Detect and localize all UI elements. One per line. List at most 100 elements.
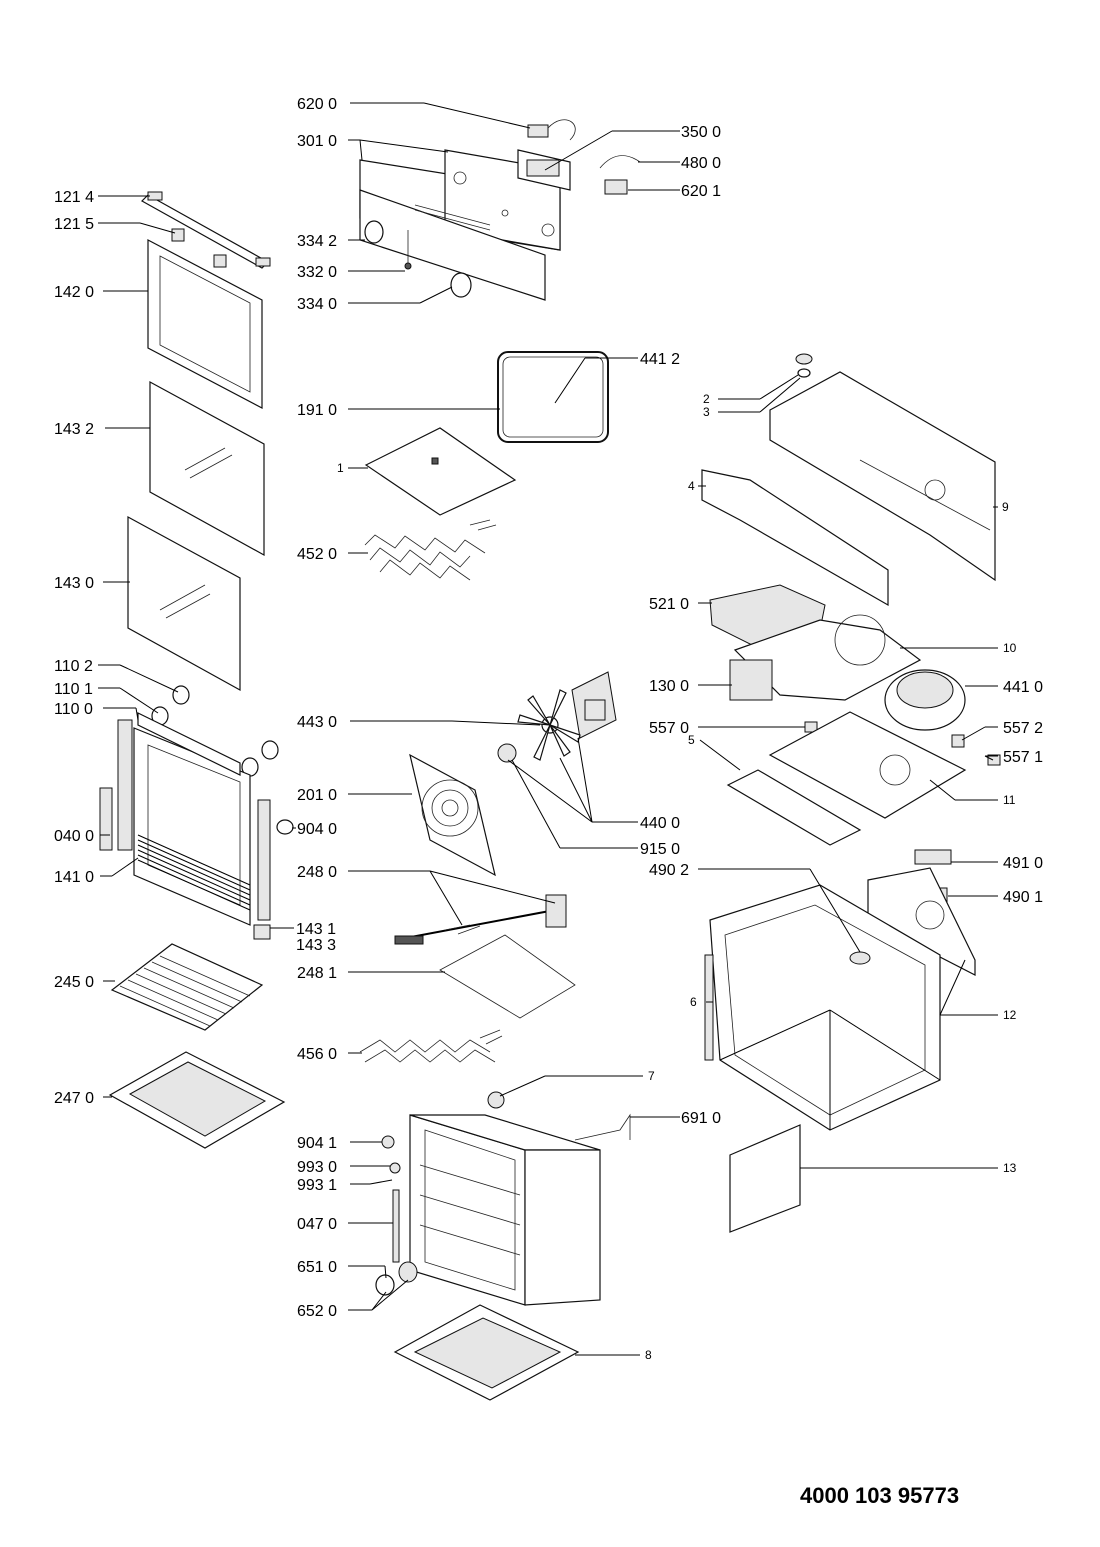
part-label: 142 0 [54,284,94,301]
part-label: 10 [1003,641,1017,655]
fan-motor [571,671,617,739]
knob-334-0 [450,272,472,298]
top-cover-panel [769,353,996,582]
side-panel [729,1124,801,1233]
baking-tray [108,1051,286,1149]
part-label: 040 0 [54,828,94,845]
part-label: 247 0 [54,1090,94,1107]
part-label: 490 1 [1003,889,1043,906]
part-labels: 620 0 301 0 350 0 480 0 620 1 121 4 121 … [54,96,1043,1362]
wire-332-0 [404,230,412,270]
part-label: 11 [1003,793,1016,807]
connector-620-1 [604,179,628,195]
rear-fan-cover [409,753,496,877]
part-label: 130 0 [649,678,689,695]
part-label: 557 2 [1003,720,1043,737]
part-label: 904 1 [297,1135,337,1152]
bottom-heating-element [359,1029,503,1063]
part-label: 2 [703,392,710,406]
back-bracket [701,469,889,607]
thermostat [729,659,773,701]
cavity-small-parts [369,1091,631,1296]
part-label: 441 2 [640,351,680,368]
part-label: 332 0 [297,264,337,281]
part-label: 334 2 [297,233,337,250]
part-label: 691 0 [681,1110,721,1127]
part-label: 143 1 [296,921,336,938]
part-label: 5 [688,733,695,747]
part-label: 201 0 [297,787,337,804]
hinge-blocks [253,924,271,940]
part-label: 143 3 [296,937,336,954]
part-label: 9 [1002,500,1009,514]
part-label: 121 5 [54,216,94,233]
oven-door-seal [497,351,609,443]
part-label: 245 0 [54,974,94,991]
door-hinge-pin [276,819,294,835]
part-label: 557 1 [1003,749,1043,766]
inner-door-glass [127,515,241,692]
part-label: 993 1 [297,1177,337,1194]
part-label: 443 0 [297,714,337,731]
knob-334-2 [364,220,384,244]
part-label: 452 0 [297,546,337,563]
rotisserie-spit [394,894,567,945]
fan-blade [517,689,581,761]
part-label: 110 1 [54,681,93,698]
part-label: 143 0 [54,575,94,592]
bottom-cover-panel [726,711,967,846]
part-label: 350 0 [681,124,721,141]
part-label: 13 [1003,1161,1017,1175]
part-label: 110 0 [54,701,93,718]
door-hinge-clip [171,228,227,268]
part-label: 7 [648,1069,655,1083]
part-label: 4 [688,479,695,493]
part-label: 121 4 [54,189,94,206]
part-label: 651 0 [297,1259,337,1276]
part-label: 441 0 [1003,679,1043,696]
part-label: 620 1 [681,183,721,200]
leader-lines [98,102,998,1356]
cooling-fan [884,669,966,731]
display-module [517,149,571,191]
rotisserie-frame [439,934,576,1019]
connector-620-0 [527,119,576,141]
document-number: 4000 103 95773 [800,1483,959,1508]
part-label: 1 [337,461,344,475]
part-label: 248 1 [297,965,337,982]
part-label: 3 [703,405,710,419]
part-label: 6 [690,995,697,1009]
fan-baffle [733,614,922,701]
part-label: 993 0 [297,1159,337,1176]
wire-shelf [110,943,264,1031]
part-label: 915 0 [640,841,680,858]
part-label: 440 0 [640,815,680,832]
part-label: 141 0 [54,869,94,886]
part-label: 8 [645,1348,652,1362]
part-label: 334 0 [297,296,337,313]
control-panel [359,149,561,301]
part-label: 521 0 [649,596,689,613]
part-label: 652 0 [297,1303,337,1320]
part-label: 12 [1003,1008,1017,1022]
middle-door-glass [149,380,265,557]
part-label: 301 0 [297,133,337,150]
part-label: 110 2 [54,658,93,675]
outer-door-glass [147,239,263,409]
door-top-trim [141,191,271,269]
oven-cavity [409,1114,601,1306]
part-label: 143 2 [54,421,94,438]
part-label: 480 0 [681,155,721,172]
part-label: 557 0 [649,720,689,737]
wire-480-0 [599,155,641,169]
part-label: 191 0 [297,402,337,419]
part-label: 904 0 [297,821,337,838]
part-label: 490 2 [649,862,689,879]
heater-cover-plate [364,427,517,516]
door-frame [117,712,271,926]
door-seal-discs [151,685,279,777]
top-heating-element [364,519,497,581]
part-label: 248 0 [297,864,337,881]
part-label: 620 0 [297,96,337,113]
